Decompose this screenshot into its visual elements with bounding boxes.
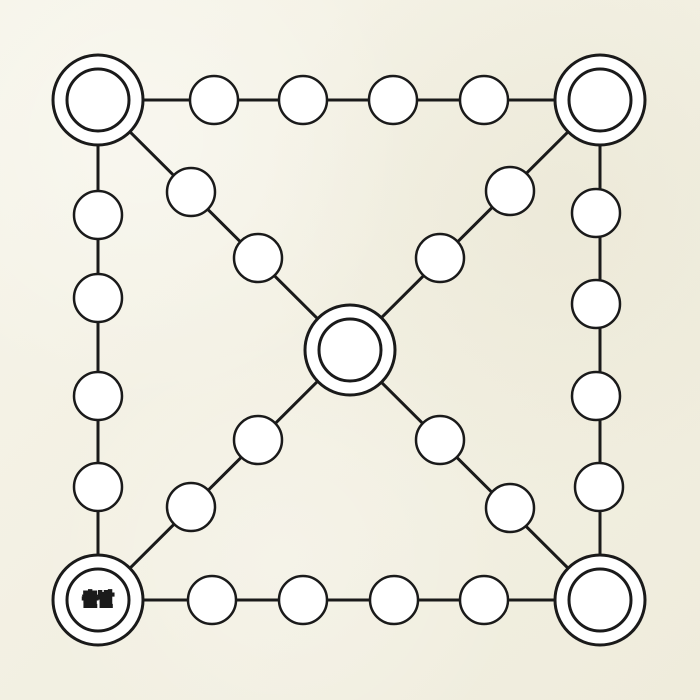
board-node-bottom-4[interactable]	[458, 574, 510, 626]
center-node[interactable]	[303, 303, 397, 397]
corner-node-bottom-right[interactable]	[553, 553, 647, 647]
board-node-diag-main-1[interactable]	[165, 166, 217, 218]
board-node-diag-anti-2[interactable]	[414, 232, 466, 284]
board-node-left-4[interactable]	[72, 461, 124, 513]
board-node-right-3[interactable]	[570, 370, 622, 422]
board-node-left-3[interactable]	[72, 370, 124, 422]
board-node-top-2[interactable]	[277, 74, 329, 126]
board-node-right-4[interactable]	[573, 461, 625, 513]
start-node[interactable]: 출발	[51, 553, 145, 647]
board-node-top-1[interactable]	[188, 74, 240, 126]
board-node-left-2[interactable]	[72, 272, 124, 324]
corner-node-top-right[interactable]	[553, 53, 647, 147]
board-node-diag-anti-3[interactable]	[232, 414, 284, 466]
board-node-bottom-3[interactable]	[368, 574, 420, 626]
board-node-diag-main-3[interactable]	[414, 414, 466, 466]
board-node-bottom-2[interactable]	[277, 574, 329, 626]
board-node-diag-anti-4[interactable]	[165, 481, 217, 533]
board-node-diag-main-4[interactable]	[484, 482, 536, 534]
board-node-right-2[interactable]	[570, 278, 622, 330]
board-node-left-1[interactable]	[72, 189, 124, 241]
board-node-right-1[interactable]	[570, 187, 622, 239]
board-node-diag-main-2[interactable]	[232, 232, 284, 284]
start-label: 출발	[82, 590, 114, 610]
major-nodes: 출발	[51, 53, 647, 647]
corner-node-top-left[interactable]	[51, 53, 145, 147]
board-node-diag-anti-1[interactable]	[484, 165, 536, 217]
small-nodes	[72, 74, 625, 626]
board-node-bottom-1[interactable]	[186, 574, 238, 626]
board-node-top-3[interactable]	[367, 74, 419, 126]
board-node-top-4[interactable]	[458, 74, 510, 126]
